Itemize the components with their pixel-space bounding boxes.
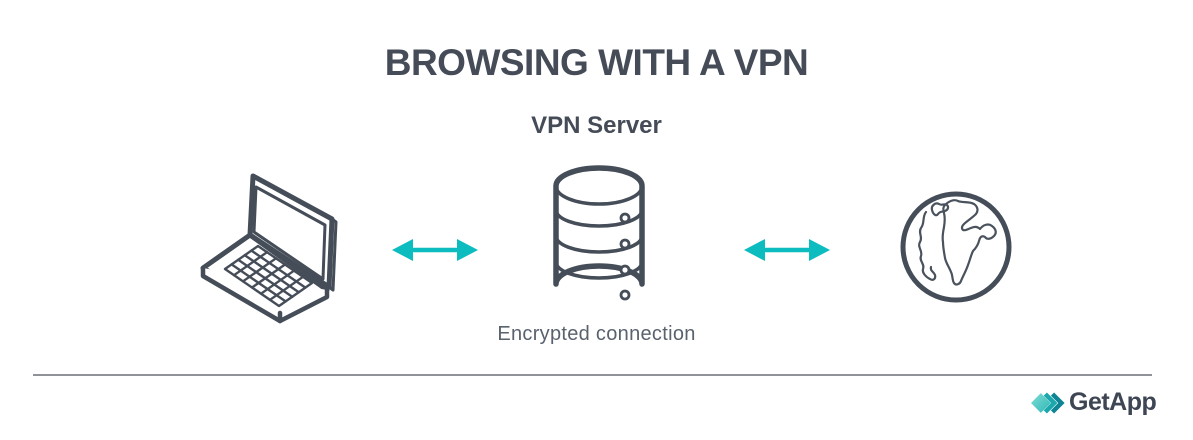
globe-icon [899,190,1013,304]
encrypted-connection-label: Encrypted connection [497,323,696,345]
vpn-server-label: VPN Server [531,112,662,139]
getapp-logo-text: GetApp [1069,388,1157,416]
double-arrow-icon-left [392,235,478,265]
footer-divider [33,374,1152,376]
getapp-diamond-chevron-icon [1031,389,1065,417]
database-server-icon [553,164,645,306]
laptop-icon [196,168,340,324]
page-title: BROWSING WITH A VPN [384,42,809,83]
double-arrow-icon-right [744,235,830,265]
getapp-logo: GetApp [1031,388,1157,417]
